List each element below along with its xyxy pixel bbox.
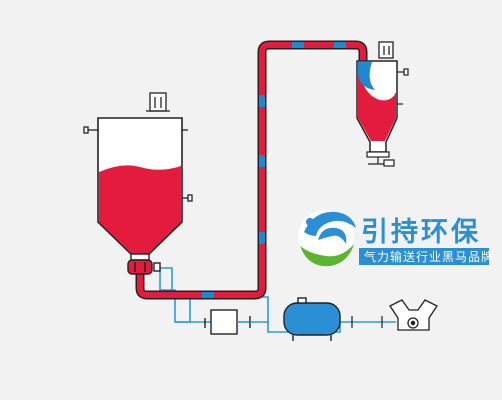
brand-title: 引持环保	[361, 217, 481, 248]
pipe-marker	[334, 42, 346, 48]
pipe-marker	[259, 232, 265, 244]
conveying-pipe	[135, 40, 368, 300]
brand-logo: 引持环保 气力输送行业黑马品牌	[298, 210, 494, 267]
filter-box-icon	[204, 309, 251, 335]
silo-vent-icon	[146, 92, 170, 112]
pipe-marker	[259, 95, 265, 107]
cyclone-material	[358, 64, 396, 141]
pipe-marker	[259, 155, 265, 167]
silo-nozzles	[83, 126, 193, 202]
logo-mark-icon	[298, 210, 356, 267]
brand-slogan: 气力输送行业黑马品牌	[364, 249, 494, 264]
compressor-icon	[389, 299, 438, 331]
brand-slogan-banner	[359, 248, 489, 265]
air-supply-line	[159, 267, 396, 333]
silo-material	[99, 165, 181, 254]
cyclone-vent-icon	[378, 41, 394, 59]
air-tank-icon	[283, 297, 341, 341]
cyclone-receiver	[356, 41, 409, 167]
feed-silo	[83, 92, 193, 275]
pipe-flow-markers	[202, 42, 346, 298]
pipe-marker	[292, 42, 304, 48]
rotary-valve-icon	[127, 253, 161, 275]
pipe-marker	[202, 292, 214, 298]
